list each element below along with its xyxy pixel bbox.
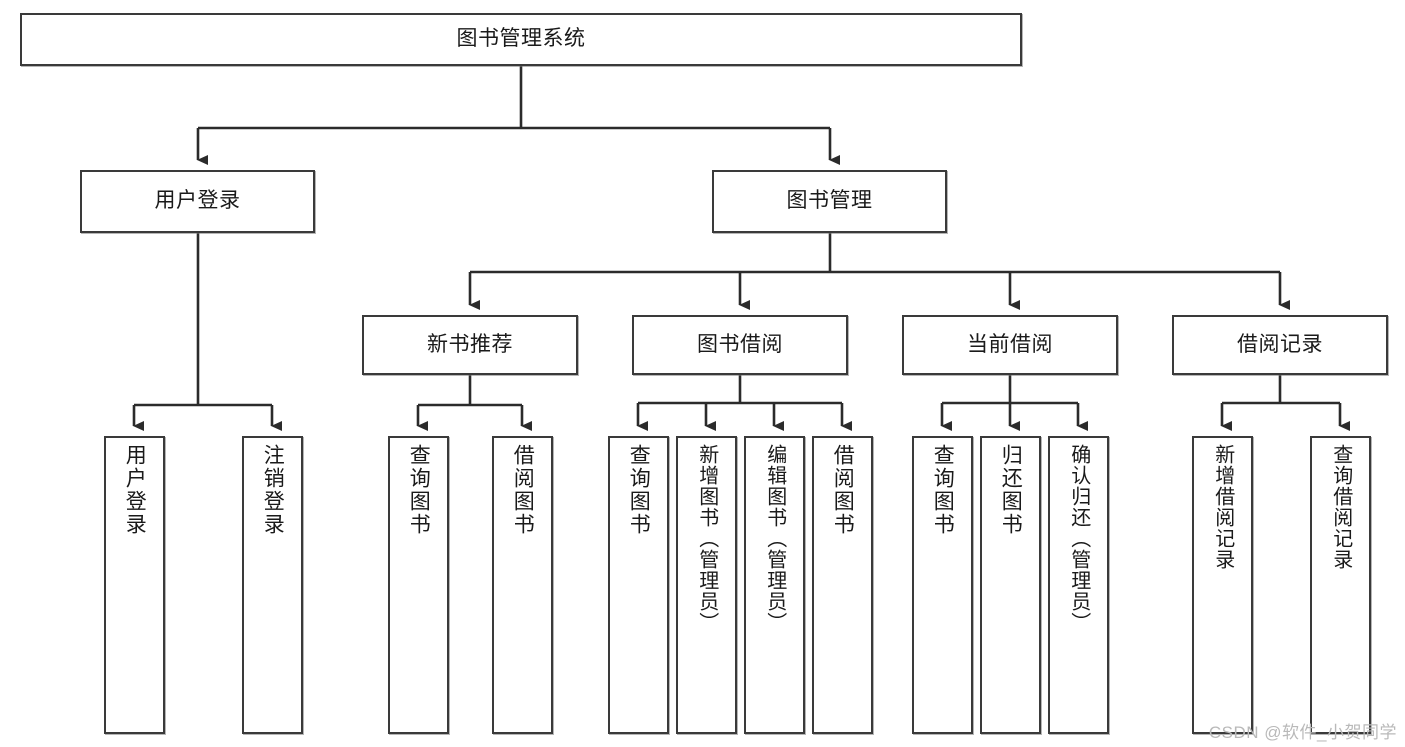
- node-current-borrow[interactable]: 当前借阅: [902, 315, 1118, 375]
- node-label: 借阅图书: [831, 444, 855, 536]
- leaf-search-borrow-record[interactable]: 查询借阅记录: [1310, 436, 1371, 734]
- node-label: 查询图书: [931, 444, 955, 536]
- node-label: 用户登录: [123, 444, 147, 536]
- node-label: 新书推荐: [427, 332, 513, 356]
- node-new-book-recommend[interactable]: 新书推荐: [362, 315, 578, 375]
- leaf-user-login[interactable]: 用户登录: [104, 436, 165, 734]
- leaf-add-book-admin[interactable]: 新增图书（管理员）: [676, 436, 737, 734]
- node-label: 图书管理: [786, 189, 873, 213]
- node-label: 借阅记录: [1237, 332, 1323, 356]
- node-user-login[interactable]: 用户登录: [80, 170, 315, 233]
- node-label: 图书管理系统: [456, 27, 586, 51]
- leaf-borrow-book-recommend[interactable]: 借阅图书: [492, 436, 553, 734]
- node-label: 新增借阅记录: [1211, 444, 1234, 570]
- node-label: 图书借阅: [697, 332, 783, 356]
- leaf-return-book[interactable]: 归还图书: [980, 436, 1041, 734]
- leaf-edit-book-admin[interactable]: 编辑图书（管理员）: [744, 436, 805, 734]
- leaf-add-borrow-record[interactable]: 新增借阅记录: [1192, 436, 1253, 734]
- node-label: 查询图书: [407, 444, 431, 536]
- leaf-borrow-book[interactable]: 借阅图书: [812, 436, 873, 734]
- node-label: 归还图书: [999, 444, 1023, 536]
- node-label: 查询图书: [627, 444, 651, 536]
- node-label: 借阅图书: [511, 444, 535, 536]
- node-borrow-record[interactable]: 借阅记录: [1172, 315, 1388, 375]
- node-label: 编辑图书（管理员）: [763, 444, 786, 633]
- node-label: 用户登录: [154, 189, 241, 213]
- node-book-borrow[interactable]: 图书借阅: [632, 315, 848, 375]
- node-book-management[interactable]: 图书管理: [712, 170, 947, 233]
- leaf-search-book-borrow[interactable]: 查询图书: [608, 436, 669, 734]
- node-label: 注销登录: [261, 444, 285, 536]
- node-label: 查询借阅记录: [1329, 444, 1352, 570]
- leaf-confirm-return-admin[interactable]: 确认归还（管理员）: [1048, 436, 1109, 734]
- node-label: 确认归还（管理员）: [1067, 444, 1090, 633]
- node-label: 当前借阅: [967, 332, 1053, 356]
- node-label: 新增图书（管理员）: [695, 444, 718, 633]
- leaf-logout[interactable]: 注销登录: [242, 436, 303, 734]
- leaf-search-book-current[interactable]: 查询图书: [912, 436, 973, 734]
- node-root-system[interactable]: 图书管理系统: [20, 13, 1022, 66]
- leaf-search-book-recommend[interactable]: 查询图书: [388, 436, 449, 734]
